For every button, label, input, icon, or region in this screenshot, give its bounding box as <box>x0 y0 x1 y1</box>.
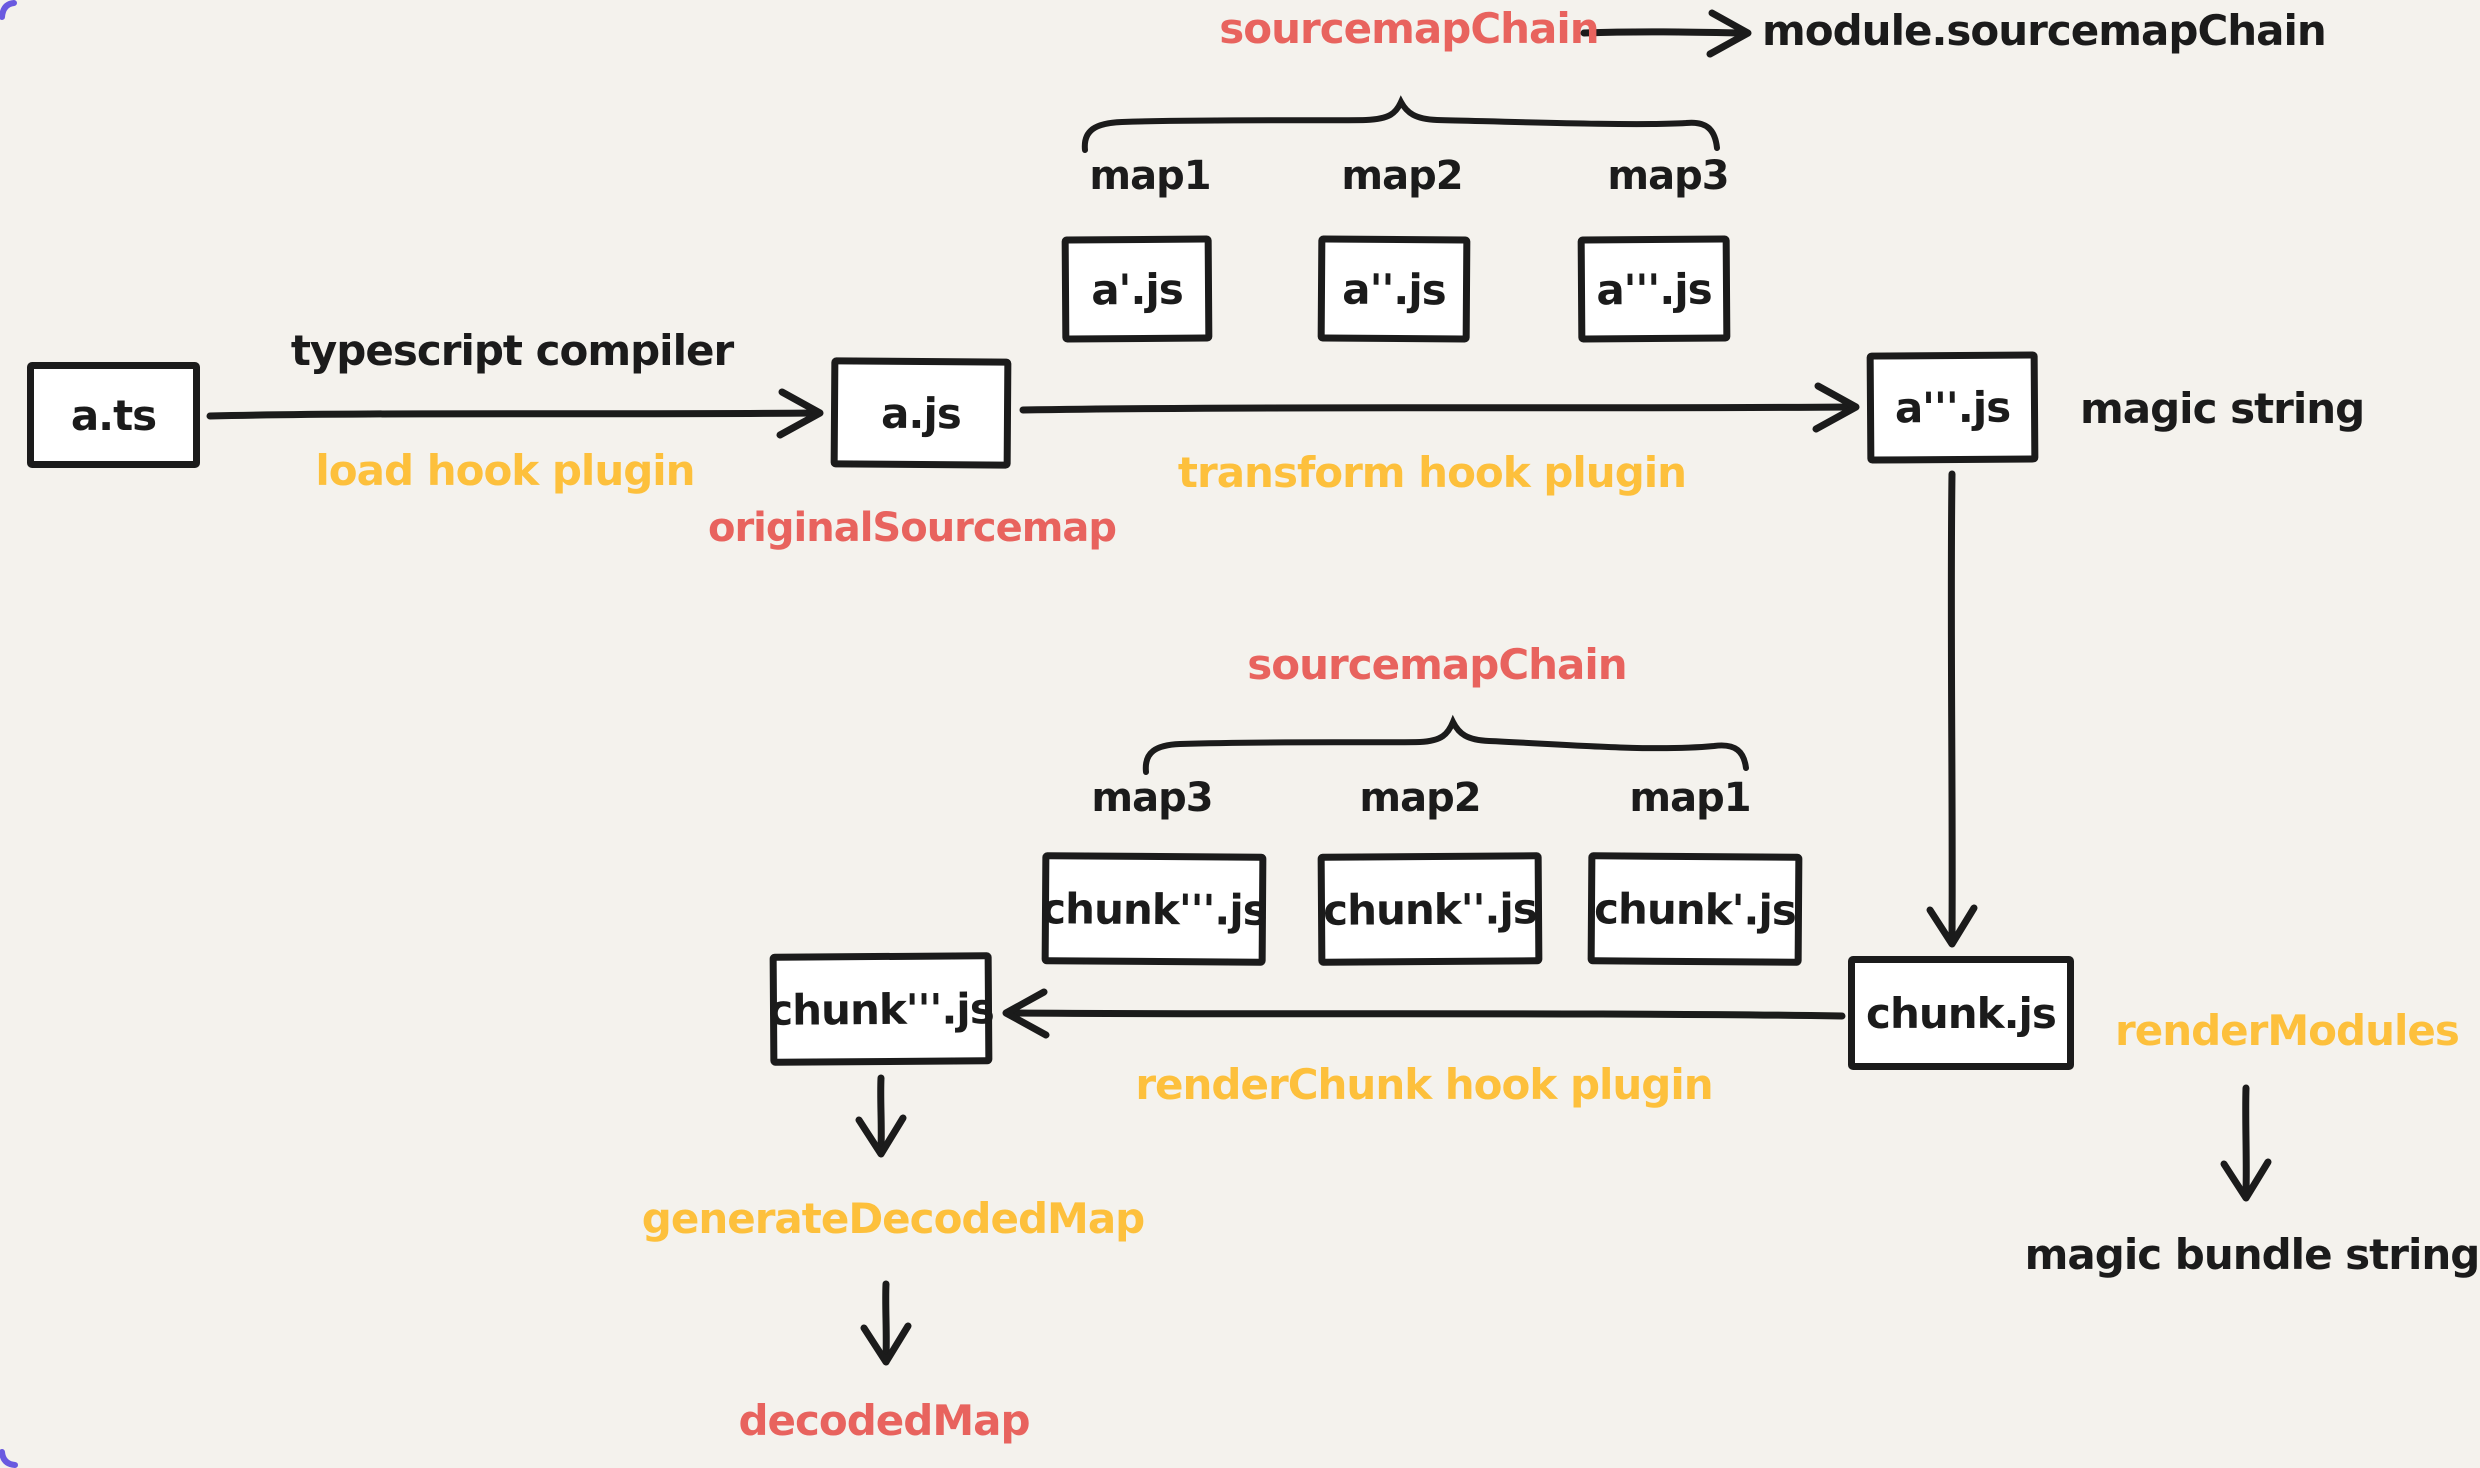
label-sourcemap-chain-middle[interactable]: sourcemapChain <box>1247 640 1627 689</box>
label-render-modules[interactable]: renderModules <box>2115 1006 2460 1055</box>
label-magic-string[interactable]: magic string <box>2080 384 2365 433</box>
box-chunk-triple-prime-js-left[interactable]: chunk'''.js <box>768 952 994 1066</box>
label-map1-middle[interactable]: map1 <box>1629 775 1751 821</box>
arrow-ajs-to-transformed[interactable] <box>1019 382 1860 433</box>
brace-middle-sourcemap-chain[interactable] <box>1142 714 1749 775</box>
brace-top-sourcemap-chain[interactable] <box>1081 95 1720 153</box>
arrow-transformed-to-chunkjs[interactable] <box>1926 470 1978 948</box>
box-a-js[interactable]: a.js <box>830 357 1012 469</box>
box-chunk-prime-js[interactable]: chunk'.js <box>1587 852 1803 966</box>
label-typescript-compiler[interactable]: typescript compiler <box>290 326 734 375</box>
label-map1-top[interactable]: map1 <box>1089 153 1211 199</box>
box-chunk-js[interactable]: chunk.js <box>1848 956 2074 1070</box>
box-chunk-double-prime-js[interactable]: chunk''.js <box>1317 852 1543 966</box>
selection-corner-bottom-left <box>0 1449 18 1468</box>
label-transform-hook-plugin[interactable]: transform hook plugin <box>1177 448 1687 497</box>
box-a-prime-js[interactable]: a'.js <box>1061 235 1213 343</box>
label-sourcemap-chain-top[interactable]: sourcemapChain <box>1219 4 1599 53</box>
box-a-double-prime-js[interactable]: a''.js <box>1317 235 1471 343</box>
label-map2-top[interactable]: map2 <box>1341 153 1463 199</box>
label-magic-bundle-string[interactable]: magic bundle string <box>2024 1230 2480 1279</box>
box-chunk-triple-prime-js-middle[interactable]: chunk'''.js <box>1041 852 1267 966</box>
selection-corner-top-left <box>0 0 17 20</box>
arrow-rendermodules-to-bundle[interactable] <box>2220 1084 2272 1202</box>
arrow-chunkjs-to-rendered[interactable] <box>1002 988 1846 1039</box>
box-a-ts[interactable]: a.ts <box>27 362 200 468</box>
label-original-sourcemap[interactable]: originalSourcemap <box>707 505 1117 551</box>
box-a-triple-prime-js-right[interactable]: a'''.js <box>1866 351 2039 464</box>
label-module-sourcemap-chain[interactable]: module.sourcemapChain <box>1762 6 2327 55</box>
box-a-triple-prime-js-top[interactable]: a'''.js <box>1577 235 1731 343</box>
arrow-sourcemapchain-to-module[interactable] <box>1580 9 1752 58</box>
label-map3-middle[interactable]: map3 <box>1091 775 1213 821</box>
arrow-rendered-to-generate[interactable] <box>855 1074 907 1158</box>
label-load-hook-plugin[interactable]: load hook plugin <box>315 446 695 495</box>
label-decoded-map[interactable]: decodedMap <box>738 1396 1030 1445</box>
label-generate-decoded-map[interactable]: generateDecodedMap <box>641 1194 1145 1243</box>
label-render-chunk-hook-plugin[interactable]: renderChunk hook plugin <box>1135 1060 1713 1109</box>
label-map2-middle[interactable]: map2 <box>1359 775 1481 821</box>
label-map3-top[interactable]: map3 <box>1607 153 1729 199</box>
arrow-generate-to-decoded[interactable] <box>860 1280 912 1366</box>
arrow-ats-to-ajs[interactable] <box>206 388 824 439</box>
